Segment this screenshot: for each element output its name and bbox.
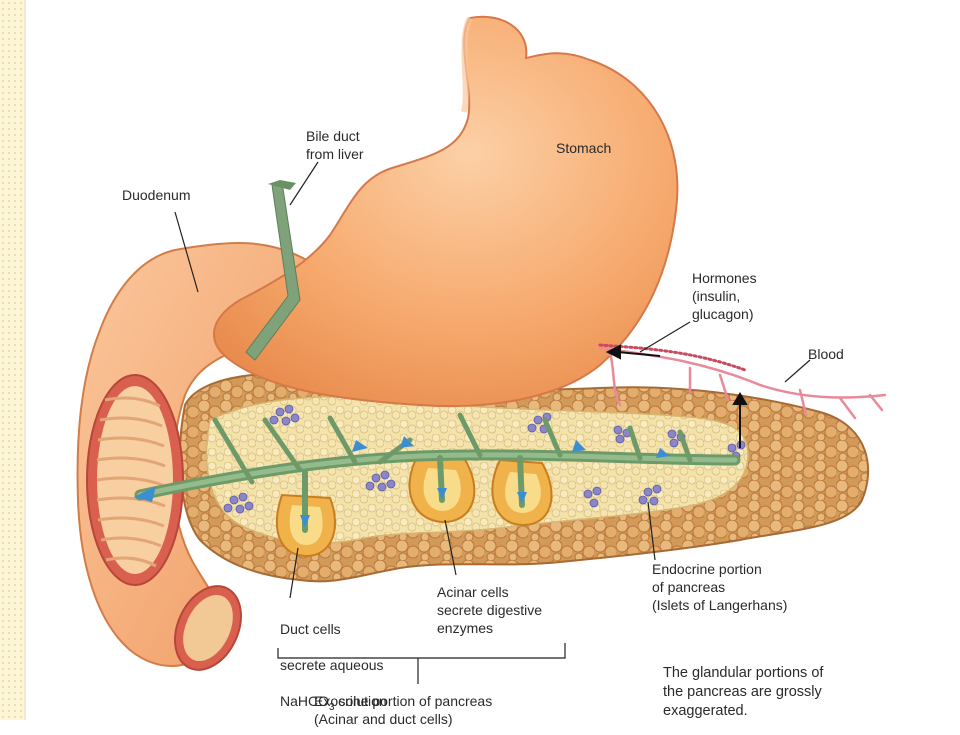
label-duct-cells: Duct cells secrete aqueous NaHCO3 soluti… — [280, 602, 387, 735]
label-exocrine: Exocrine portion of pancreas (Acinar and… — [314, 693, 493, 727]
label-duct-cells-line-1: Duct cells — [280, 621, 341, 637]
label-stomach: Stomach — [556, 140, 612, 156]
label-duct-cells-line-3: NaHCO3 solution — [280, 692, 387, 717]
label-duct-cells-line-2: secrete aqueous — [280, 657, 384, 673]
solution-word: solution — [334, 693, 387, 709]
label-hormones: Hormones (insulin, glucagon) — [692, 270, 757, 322]
nahco3-formula: NaHCO — [280, 693, 330, 709]
stomach — [213, 15, 679, 408]
pancreatic-duct — [134, 412, 741, 533]
hormone-arrows — [605, 344, 748, 448]
note-exaggerated: The glandular portions of the pancreas a… — [663, 665, 824, 719]
label-bile-duct: Bile duct from liver — [306, 128, 364, 162]
label-duodenum: Duodenum — [122, 187, 191, 203]
label-endocrine: Endocrine portion of pancreas (Islets of… — [652, 561, 788, 613]
islets-of-langerhans — [223, 404, 746, 514]
decorative-side-strip — [0, 0, 25, 720]
pancreas-anatomy-diagram — [76, 15, 887, 684]
label-acinar-cells: Acinar cells secrete digestive enzymes — [437, 584, 543, 636]
side-strip-divider — [24, 0, 26, 720]
label-blood: Blood — [808, 346, 844, 362]
duodenum — [76, 241, 321, 671]
bile-duct — [245, 180, 301, 361]
nahco3-subscript: 3 — [329, 701, 335, 713]
leader-lines — [174, 161, 811, 684]
